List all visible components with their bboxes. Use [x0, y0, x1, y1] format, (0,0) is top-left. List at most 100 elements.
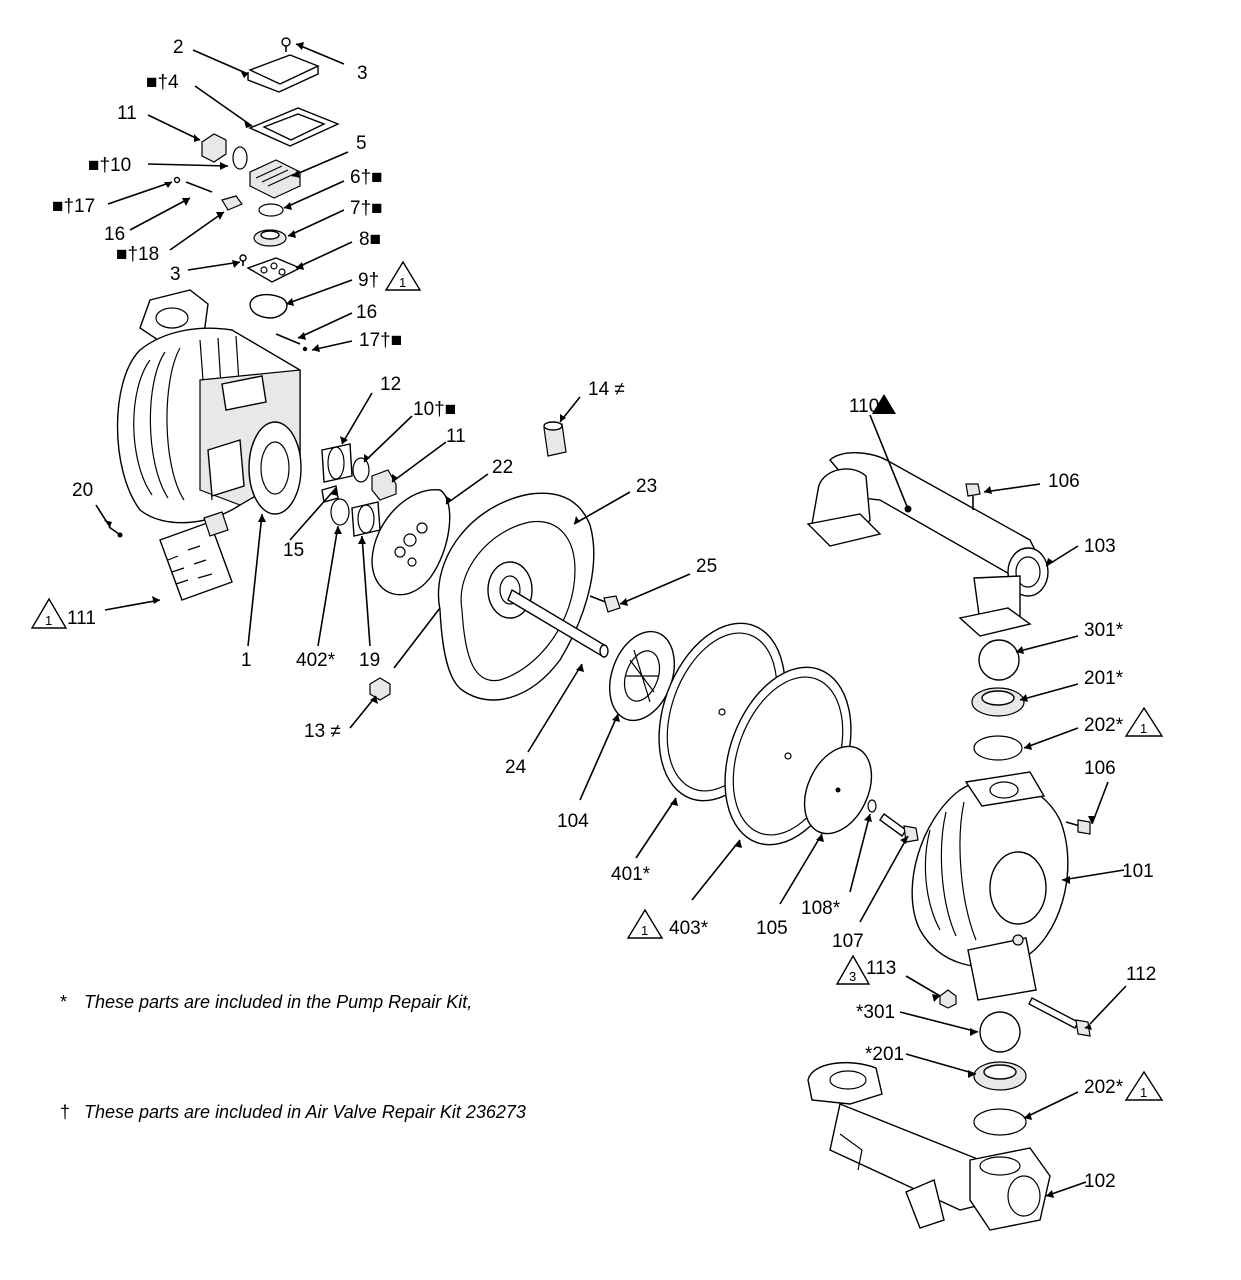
pump-kit-text: These parts are included in the Pump Rep… [84, 992, 473, 1012]
callout-104: 104 [557, 811, 589, 832]
part-4-gasket [248, 107, 340, 147]
callout-102: 102 [1084, 1171, 1116, 1192]
part-101-fluid-cover [911, 771, 1069, 1001]
part-22-plate [371, 489, 451, 596]
warning-triangle-icon: 1 [1124, 706, 1164, 737]
callout-5: 5 [356, 133, 367, 154]
callout-19: 19 [359, 650, 380, 671]
part-24-shaft [507, 588, 609, 658]
part-25-bolt [589, 595, 621, 613]
part-13-nut [369, 677, 391, 701]
callout-112: 112 [1126, 964, 1156, 985]
warning-triangle-icon: 1 [1124, 1070, 1164, 1101]
warning-403-number: 1 [641, 923, 648, 938]
warning-202b-number: 1 [1140, 1085, 1147, 1100]
part-5-valve-block [249, 159, 301, 199]
callout-301b: *301 [856, 1002, 895, 1023]
warning-9-number: 1 [399, 275, 406, 290]
part-201-seat-bottom [973, 1061, 1027, 1091]
part-14-fitting [543, 421, 567, 457]
part-103-outlet-manifold [806, 452, 1049, 637]
part-202-oring-top [973, 735, 1023, 761]
callout-25: 25 [696, 556, 717, 577]
callout-11a: 11 [117, 103, 137, 124]
warning-triangle-icon: 1 [626, 908, 664, 939]
callout-16a: 16 [104, 224, 125, 245]
callout-10a: ■†10 [88, 155, 131, 176]
callout-4: ■†4 [146, 72, 179, 93]
part-8-plate [246, 257, 302, 283]
part-102-inlet-manifold [807, 1062, 1051, 1231]
part-107-bolt [879, 813, 919, 843]
callout-106b: 106 [1084, 758, 1116, 779]
callout-106a: 106 [1048, 471, 1080, 492]
filled-triangle-icon [872, 394, 896, 414]
part-113-nut [939, 989, 957, 1009]
part-11-plug-top [201, 133, 248, 170]
callout-202a: 202* [1084, 715, 1124, 736]
warning-triangle-icon: 1 [384, 260, 422, 291]
callout-113: 113 [866, 958, 896, 979]
warning-202a-number: 1 [1140, 721, 1147, 736]
part-16-17-lower-pin [275, 333, 308, 352]
part-201-seat-top [971, 687, 1025, 717]
leader-arrowheads [104, 42, 1096, 1198]
callout-labels: 2 3 ■†4 11 5 ■†10 6†■ ■†17 7†■ 16 8■ ■†1… [52, 37, 1156, 1192]
part-2-cover [247, 54, 320, 93]
callout-13: 13 ≠ [304, 721, 341, 742]
part-301-ball-top [978, 639, 1020, 681]
callout-103: 103 [1084, 536, 1116, 557]
warning-111-number: 1 [45, 613, 52, 628]
callout-403: 403* [669, 918, 709, 939]
callout-3a: 3 [357, 63, 368, 84]
warning-triangle-icon: 3 [835, 954, 871, 985]
part-9-gasket [249, 293, 288, 319]
warning-113-number: 3 [849, 969, 856, 984]
callout-201b: *201 [865, 1044, 904, 1065]
callout-17a: ■†17 [52, 196, 95, 217]
callout-110: 110 [849, 396, 879, 417]
callout-14: 14 ≠ [588, 379, 625, 400]
air-kit-symbol: † [60, 1102, 71, 1122]
part-3-screw-top [281, 37, 291, 52]
part-6-oring [258, 203, 284, 217]
part-112-bolt [1028, 997, 1091, 1037]
callout-11b: 11 [446, 426, 466, 447]
part-106-bolt-right [1065, 819, 1091, 835]
leader-lines [95, 43, 1127, 1197]
callout-401: 401* [611, 864, 651, 885]
callout-3b: 3 [170, 264, 181, 285]
part-108-oring [867, 799, 877, 813]
callout-1: 1 [241, 650, 252, 671]
callout-101: 101 [1122, 861, 1154, 882]
part-7-cup [253, 229, 287, 247]
callout-6: 6†■ [350, 167, 383, 188]
part-301-ball-bottom [979, 1011, 1021, 1053]
part-202-oring-bottom [973, 1108, 1027, 1136]
callout-2: 2 [173, 37, 184, 58]
callout-18: ■†18 [116, 244, 159, 265]
part-3-screw-lower [239, 254, 247, 266]
callout-12: 12 [380, 374, 401, 395]
air-valve-kit-note: † These parts are included in Air Valve R… [60, 1102, 526, 1123]
callout-107: 107 [832, 931, 864, 952]
callout-8: 8■ [359, 229, 381, 250]
callout-16b: 16 [356, 302, 377, 323]
callout-111: 111 [67, 608, 96, 629]
air-kit-text: These parts are included in Air Valve Re… [84, 1102, 526, 1122]
pump-kit-note: * These parts are included in the Pump Re… [60, 992, 472, 1013]
callout-9: 9† [358, 270, 379, 291]
callout-108: 108* [801, 898, 841, 919]
callout-301a: 301* [1084, 620, 1124, 641]
callout-105: 105 [756, 918, 788, 939]
callout-10b: 10†■ [413, 399, 456, 420]
part-20-screw [108, 526, 123, 538]
callout-22: 22 [492, 457, 513, 478]
callout-20: 20 [72, 480, 93, 501]
callout-402: 402* [296, 650, 336, 671]
part-105-plate [803, 745, 873, 835]
part-111-muffler [159, 511, 233, 601]
callout-15: 15 [283, 540, 304, 561]
warning-triangles: 1 1 1 1 3 1 [30, 260, 1164, 1101]
pump-kit-symbol: * [60, 992, 68, 1012]
